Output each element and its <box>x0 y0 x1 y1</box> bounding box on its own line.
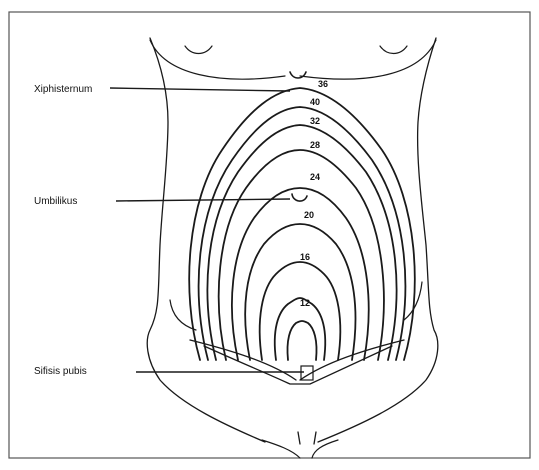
torso-left-contour <box>147 38 265 442</box>
week-label-32: 32 <box>310 116 320 126</box>
label-xiphisternum: Xiphisternum <box>34 84 92 95</box>
week-label-40: 40 <box>310 97 320 107</box>
right-breast-contour <box>300 40 436 79</box>
xiphisternum-leader <box>110 88 290 91</box>
left-breast-contour <box>150 40 285 79</box>
vulva-lines <box>298 432 316 444</box>
xiphoid-notch <box>290 72 306 78</box>
curve-week-20 <box>245 224 355 360</box>
curve-week-16 <box>260 262 341 360</box>
left-thigh-line <box>262 440 300 458</box>
right-thigh-line <box>312 440 338 458</box>
week-label-12: 12 <box>300 298 310 308</box>
curve-week-12-inner <box>287 321 316 360</box>
label-umbilikus: Umbilikus <box>34 196 77 207</box>
fundal-height-curves <box>189 88 415 360</box>
label-simfisis-pubis: Sifisis pubis <box>34 366 87 377</box>
right-nipple-arc <box>380 46 407 54</box>
left-nipple-arc <box>185 46 212 54</box>
curve-week-40 <box>199 107 406 360</box>
week-label-20: 20 <box>304 210 314 220</box>
umbilicus-mark <box>292 194 307 201</box>
image-frame <box>9 12 530 458</box>
week-label-36: 36 <box>318 79 328 89</box>
week-label-24: 24 <box>310 172 320 182</box>
week-label-16: 16 <box>300 252 310 262</box>
left-inguinal-line <box>190 340 296 380</box>
week-label-28: 28 <box>310 140 320 150</box>
umbilikus-leader <box>116 199 290 201</box>
curve-week-24 <box>232 188 369 360</box>
